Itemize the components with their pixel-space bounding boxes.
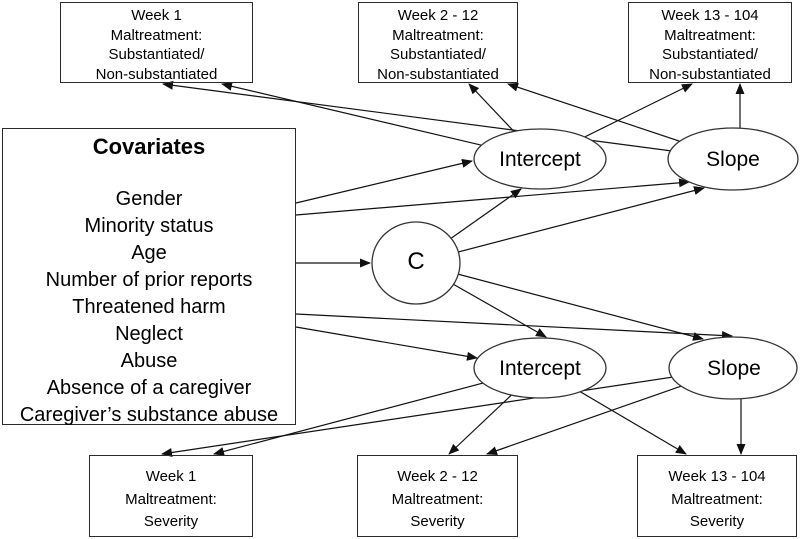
- covariate-item-minority-status: Minority status: [84, 215, 214, 237]
- intercept-bottom-label: Intercept: [499, 357, 581, 380]
- arrow-covariates-to-intercept-top: [295, 158, 473, 204]
- covariates-list: Gender Minority status Age Number of pri…: [3, 186, 295, 429]
- covariates-spacer: [3, 160, 295, 186]
- arrow-covariates-to-intercept-bottom: [295, 326, 478, 361]
- slope-bottom-label: Slope: [707, 357, 761, 380]
- covariates-box: Covariates Gender Minority status Age Nu…: [2, 128, 296, 426]
- box-week1-severity: Week 1 Maltreatment: Severity: [89, 455, 253, 537]
- intercept-top-label: Intercept: [499, 148, 581, 171]
- slope-top-ellipse: [667, 127, 799, 191]
- covariate-item-gender: Gender: [115, 188, 183, 210]
- covariate-item-age: Age: [131, 242, 167, 264]
- box-week2-12-substantiation: Week 2 - 12 Maltreatment: Substantiated/…: [358, 2, 518, 83]
- covariates-title: Covariates: [92, 134, 206, 159]
- arrow-slope-bottom-to-week1: [161, 367, 734, 457]
- covariate-item-absence-caregiver: Absence of a caregiver: [46, 377, 252, 399]
- intercept-top-ellipse: [473, 128, 607, 190]
- arrow-c-to-slope-top: [415, 186, 705, 264]
- box-week2-12-severity: Week 2 - 12 Maltreatment: Severity: [357, 455, 518, 537]
- covariate-item-neglect: Neglect: [115, 323, 183, 345]
- arrow-c-to-slope-bottom: [415, 262, 704, 341]
- covariate-item-caregiver-substance-abuse: Caregiver’s substance abuse: [19, 404, 279, 426]
- box-week13-104-substantiation: Week 13 - 104 Maltreatment: Substantiate…: [628, 2, 792, 83]
- arrow-covariates-to-slope-bottom: [295, 313, 733, 340]
- slope-top-label: Slope: [706, 148, 760, 171]
- intercept-bottom-ellipse: [473, 337, 607, 399]
- arrow-slope-top-to-week1: [162, 80, 734, 160]
- arrow-covariates-to-slope-top: [295, 178, 690, 216]
- box-week13-104-severity: Week 13 - 104 Maltreatment: Severity: [637, 455, 797, 537]
- slope-bottom-ellipse: [668, 336, 798, 400]
- c-circle: [371, 221, 461, 305]
- c-label: C: [407, 248, 425, 275]
- covariate-item-abuse: Abuse: [120, 350, 178, 372]
- covariate-item-prior-reports: Number of prior reports: [45, 269, 253, 291]
- box-week1-substantiation: Week 1 Maltreatment: Substantiated/ Non-…: [60, 2, 253, 83]
- covariate-item-threatened-harm: Threatened harm: [72, 296, 226, 318]
